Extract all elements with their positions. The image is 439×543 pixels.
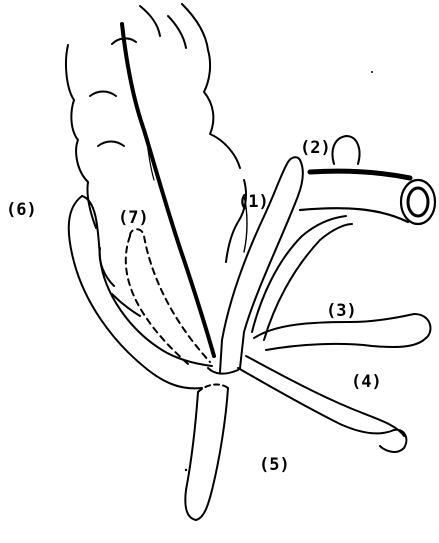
label-1: (1)	[238, 194, 269, 211]
dashed-vessel-7	[130, 229, 210, 362]
dashed-vessel-7-lower	[126, 236, 188, 364]
bowel-inner-edge	[122, 24, 214, 356]
vessel-5	[185, 385, 228, 520]
speck	[185, 469, 187, 471]
label-2: (2)	[300, 140, 331, 157]
tube-vessel	[300, 171, 435, 224]
label-5: (5)	[259, 457, 290, 474]
vessel-4	[238, 356, 406, 452]
speck	[371, 71, 373, 73]
bowel-outline	[66, 4, 247, 316]
label-7: (7)	[118, 210, 149, 227]
vessel-2	[333, 136, 360, 164]
label-6: (6)	[6, 202, 37, 219]
vessel-junction	[208, 368, 238, 374]
vessel-1	[220, 157, 303, 372]
label-3: (3)	[326, 303, 357, 320]
label-4: (4)	[351, 374, 382, 391]
